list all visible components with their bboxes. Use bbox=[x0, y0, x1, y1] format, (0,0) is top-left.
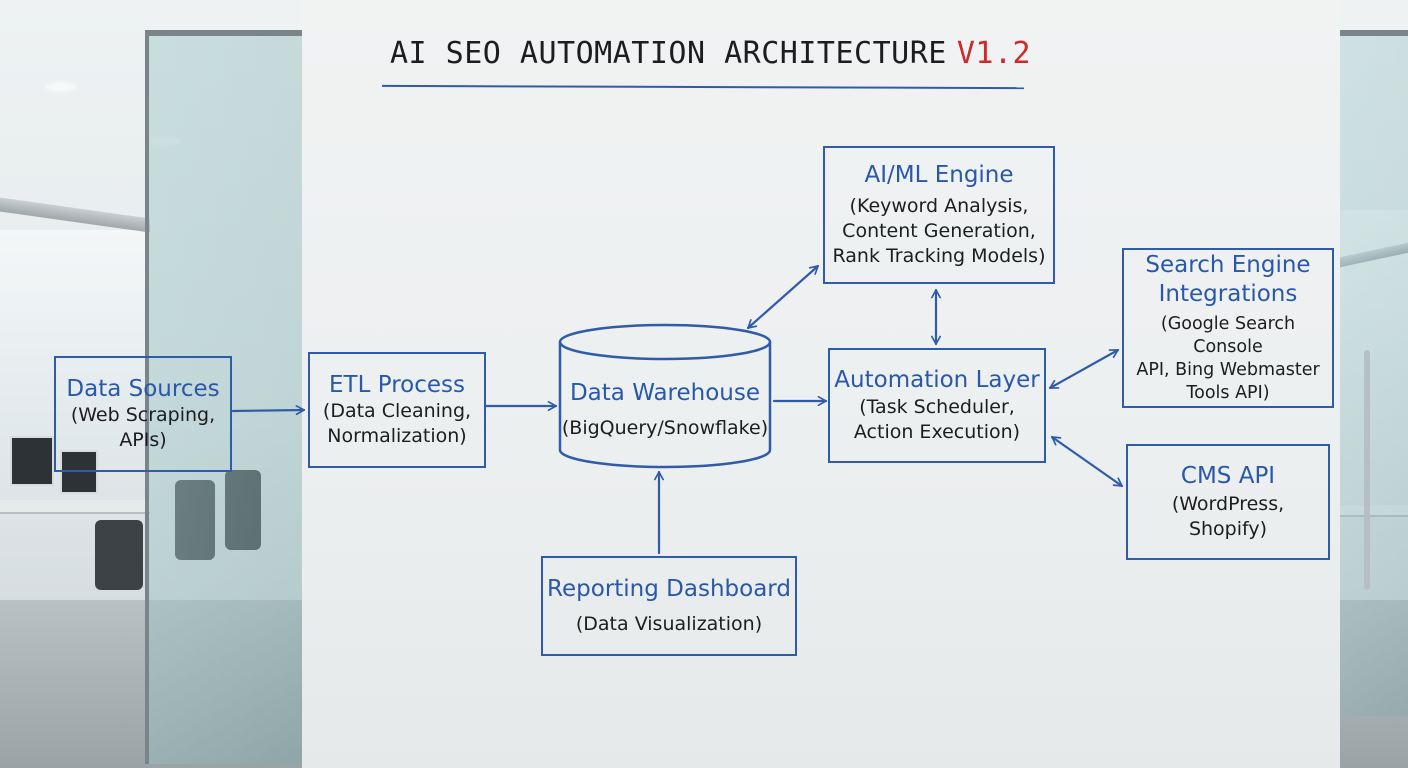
node-label: AI/ML Engine bbox=[864, 162, 1014, 188]
node-detail: (Data Cleaning, bbox=[322, 400, 472, 423]
node-ai-ml-engine: AI/ML Engine (Keyword Analysis, Content … bbox=[823, 146, 1055, 284]
node-etl-process: ETL Process (Data Cleaning, Normalizatio… bbox=[308, 352, 486, 468]
office-desk bbox=[1340, 505, 1408, 517]
node-automation-layer: Automation Layer (Task Scheduler, Action… bbox=[828, 348, 1046, 463]
node-data-sources: Data Sources (Web Scraping, APIs) bbox=[54, 356, 232, 472]
node-label: Data Warehouse bbox=[569, 380, 761, 407]
node-detail: (Web Scraping, bbox=[70, 404, 216, 427]
door-handle bbox=[1364, 350, 1370, 590]
node-detail: Content Generation, bbox=[842, 219, 1036, 242]
node-label: Reporting Dashboard bbox=[547, 576, 791, 603]
node-detail: Normalization) bbox=[327, 425, 467, 448]
node-data-warehouse: Data Warehouse (BigQuery/Snowflake) bbox=[560, 362, 770, 458]
node-label: Search Engine bbox=[1145, 252, 1311, 279]
node-detail: (Data Visualization) bbox=[575, 612, 763, 635]
desk-monitor bbox=[10, 436, 54, 486]
node-label: CMS API bbox=[1180, 462, 1276, 489]
node-detail: (WordPress, bbox=[1171, 493, 1285, 516]
node-label: Data Sources bbox=[66, 375, 220, 402]
node-detail: Tools API) bbox=[1186, 382, 1270, 403]
office-desk bbox=[0, 500, 150, 514]
glass-door bbox=[1340, 30, 1408, 716]
diagram-version: V1.2 bbox=[956, 36, 1032, 71]
node-detail: (BigQuery/Snowflake) bbox=[561, 416, 769, 439]
office-chair bbox=[95, 520, 143, 590]
node-cms-api: CMS API (WordPress, Shopify) bbox=[1126, 444, 1330, 560]
glass-partition bbox=[145, 30, 302, 764]
node-reporting-dashboard: Reporting Dashboard (Data Visualization) bbox=[541, 556, 797, 656]
node-detail: Rank Tracking Models) bbox=[832, 244, 1046, 267]
office-background-right bbox=[1340, 0, 1408, 768]
ceiling-light bbox=[46, 84, 76, 90]
diagram-title: AI SEO AUTOMATION ARCHITECTURE V1.2 bbox=[390, 36, 1031, 71]
node-detail: (Google Search Console bbox=[1160, 313, 1296, 357]
node-label: ETL Process bbox=[329, 371, 465, 398]
node-detail: APIs) bbox=[119, 429, 167, 452]
office-background-left bbox=[0, 0, 302, 768]
node-detail: (Keyword Analysis, bbox=[849, 194, 1029, 217]
office-window bbox=[0, 230, 145, 460]
whiteboard bbox=[302, 0, 1340, 768]
pendant-lamp bbox=[0, 197, 150, 233]
node-search-engine-integrations: Search Engine Integrations (Google Searc… bbox=[1122, 248, 1334, 408]
diagram-title-text: AI SEO AUTOMATION ARCHITECTURE bbox=[390, 36, 947, 71]
desk-monitor bbox=[60, 450, 98, 494]
node-label: Automation Layer bbox=[834, 367, 1040, 394]
node-detail: API, Bing Webmaster bbox=[1136, 359, 1320, 380]
node-detail: Action Execution) bbox=[853, 420, 1021, 443]
node-label: Integrations bbox=[1158, 280, 1298, 307]
node-detail: (Task Scheduler, bbox=[859, 395, 1015, 418]
office-floor bbox=[1340, 600, 1408, 768]
node-detail: Shopify) bbox=[1188, 518, 1268, 541]
